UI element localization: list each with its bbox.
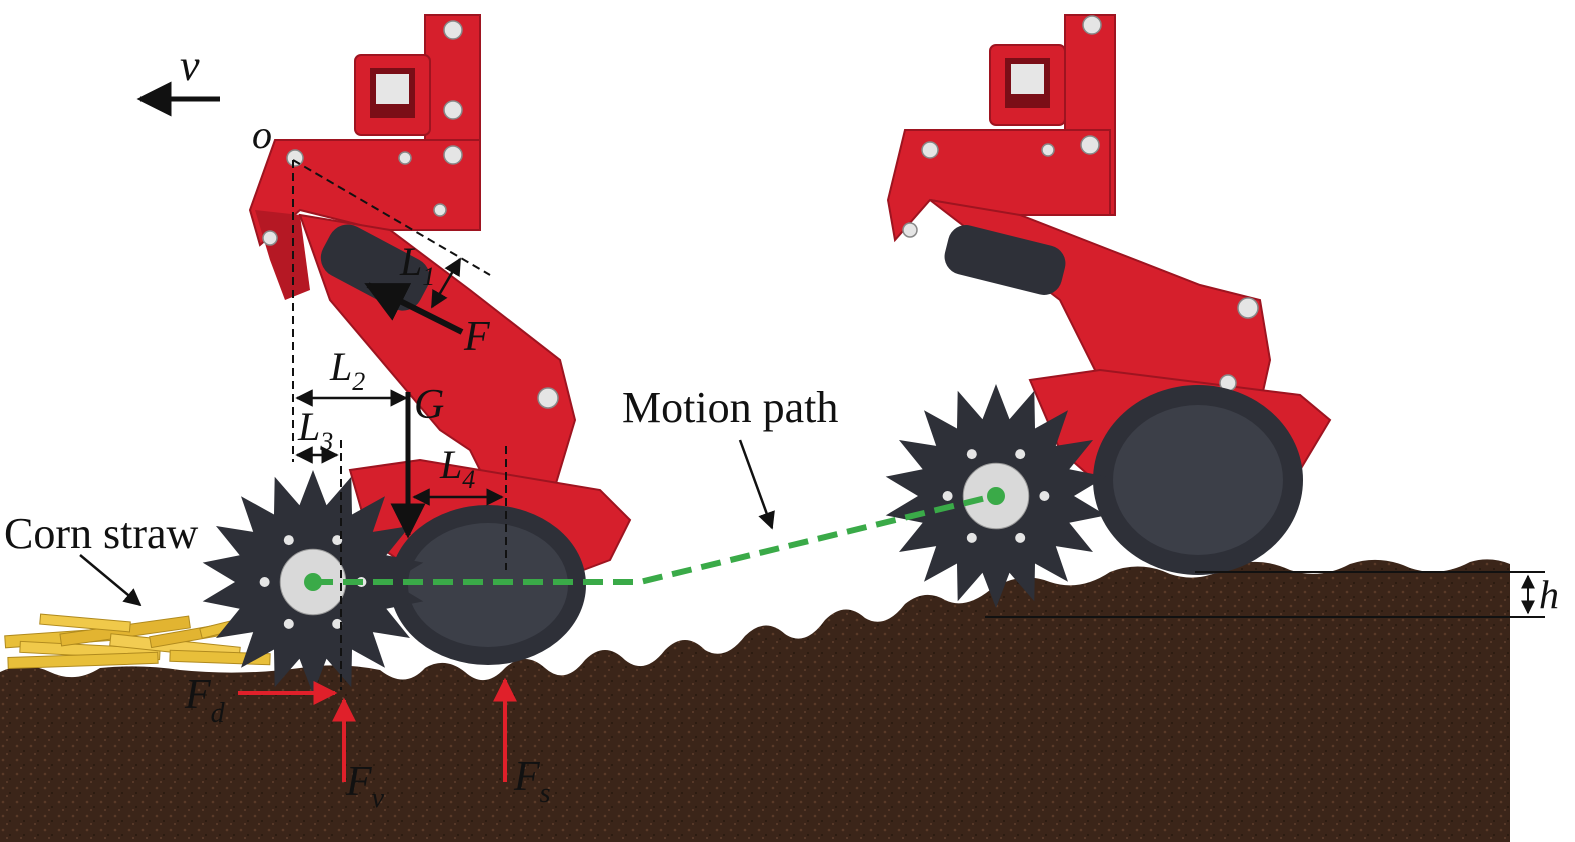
l1-label: L1 xyxy=(399,239,435,291)
force-f-label: F xyxy=(463,314,490,360)
star-wheel-bolt xyxy=(966,449,977,460)
left-wheel-center xyxy=(304,573,322,591)
star-wheel-bolt xyxy=(332,618,343,629)
motion-path-label: Motion path xyxy=(622,383,838,432)
l3-label: L3 xyxy=(297,404,333,456)
motion-path-line xyxy=(313,494,991,585)
star-wheel-bolt xyxy=(283,535,294,546)
corn-straw-pointer xyxy=(79,554,142,607)
h-label: h xyxy=(1539,572,1559,617)
fs-label: Fs xyxy=(513,754,551,809)
force-f-arrow xyxy=(364,282,464,335)
left-upper-frame xyxy=(248,139,481,247)
star-wheel-bolt xyxy=(942,491,953,501)
right-implement-unit xyxy=(885,14,1332,608)
soil-ground xyxy=(0,559,1510,842)
corn-straw-label: Corn straw xyxy=(4,509,199,558)
star-wheel-bolt xyxy=(966,532,977,543)
l4-label: L4 xyxy=(439,442,475,494)
l1-dimension xyxy=(430,257,462,309)
gravity-g-label: G xyxy=(414,382,444,428)
star-wheel-bolt xyxy=(283,618,294,629)
star-wheel-bolt xyxy=(1015,532,1026,543)
motion-path-pointer xyxy=(738,439,775,530)
star-wheel-bolt xyxy=(332,535,343,546)
h-dimension xyxy=(985,571,1545,618)
pivot-o-label: o xyxy=(252,112,272,157)
corn-straw-pile xyxy=(4,611,271,670)
star-wheel-bolt xyxy=(1015,449,1026,460)
star-wheel-bolt xyxy=(1039,491,1050,501)
fd-label: Fd xyxy=(184,672,226,729)
construction-lines xyxy=(292,159,507,690)
star-wheel-bolt xyxy=(259,577,270,587)
dimension-arrows xyxy=(295,257,504,506)
fv-label: Fv xyxy=(345,759,385,814)
velocity-label: v xyxy=(180,41,200,90)
right-wheel-center xyxy=(987,487,1005,505)
l2-label: L2 xyxy=(329,344,365,396)
